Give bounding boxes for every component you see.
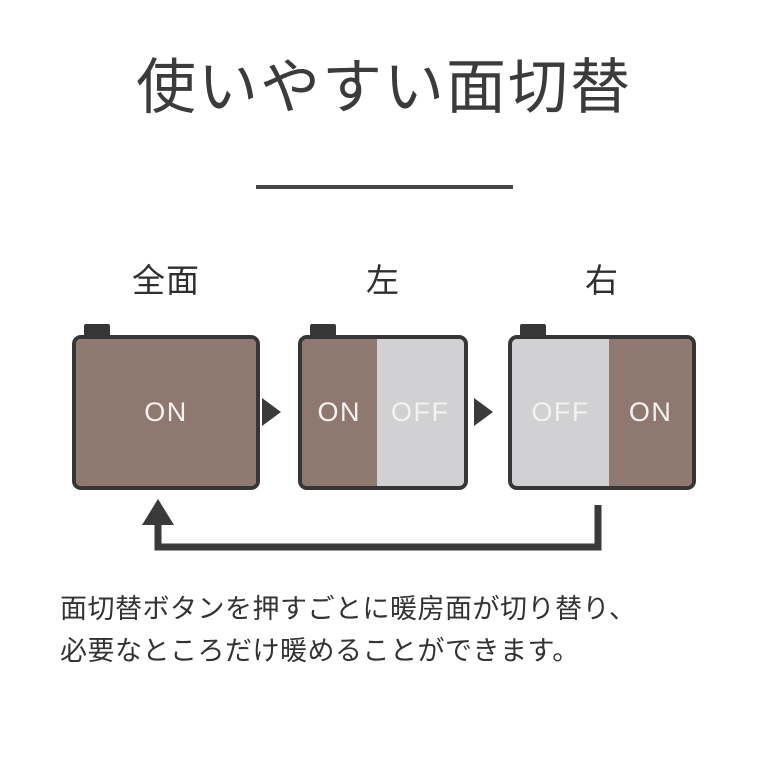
step-arrow-icon — [262, 398, 281, 426]
heater-segment-state: OFF — [512, 339, 610, 486]
title-divider — [256, 185, 513, 189]
panel-label-right: 右 — [585, 262, 619, 299]
panel-labels-row: 全面 左 右 — [0, 258, 768, 304]
panel-tab-icon-full — [84, 324, 110, 337]
caption-line-1: 面切替ボタンを押すごとに暖房面が切り替り、 — [60, 594, 637, 624]
page-title: 使いやすい面切替 — [136, 54, 632, 121]
heater-segment-state: ON — [302, 339, 377, 486]
heater-segment-state: ON — [609, 339, 692, 486]
cycle-loop-arrow-icon — [142, 499, 602, 551]
heater-panel-left: ON OFF — [298, 335, 468, 490]
heater-panel-full: ON — [72, 335, 260, 490]
panel-label-left: 左 — [366, 262, 400, 299]
step-arrow-icon — [474, 398, 493, 426]
panel-tab-icon-left — [310, 324, 336, 337]
panel-tab-icon-right — [520, 324, 546, 337]
heater-segment-state: ON — [76, 339, 256, 486]
heater-segment-state: OFF — [376, 339, 464, 486]
caption-text: 面切替ボタンを押すごとに暖房面が切り替り、 必要なところだけ暖めることができます… — [60, 588, 720, 672]
heater-panel-right: OFF ON — [508, 335, 696, 490]
panel-label-full: 全面 — [132, 262, 200, 299]
caption-line-2: 必要なところだけ暖めることができます。 — [60, 636, 580, 666]
